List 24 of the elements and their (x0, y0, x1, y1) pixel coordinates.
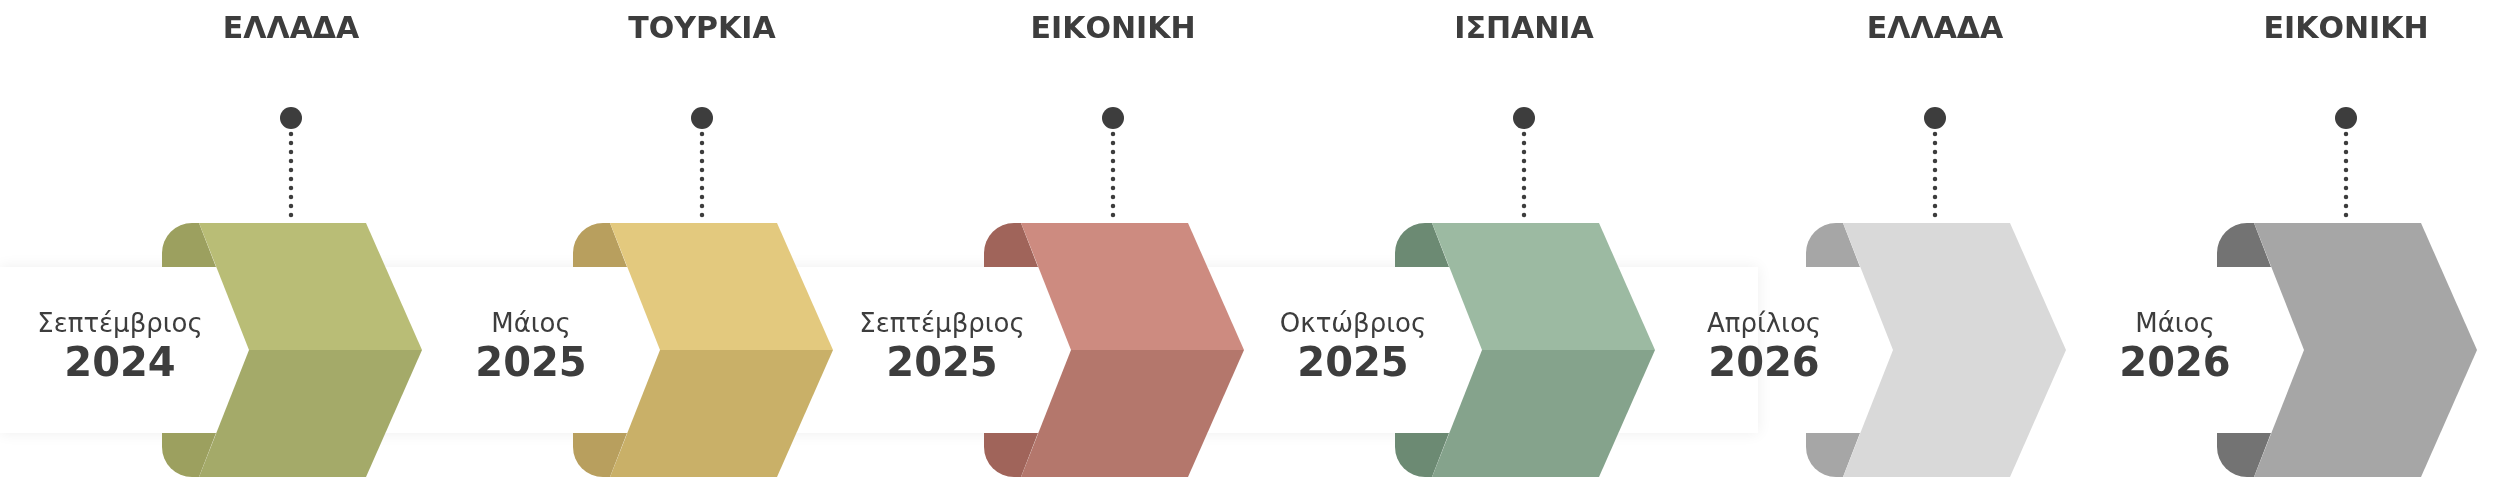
date-month: Μάιος (2134, 308, 2216, 338)
date-year: 2025 (885, 339, 999, 385)
country-heading: ΕΙΚΟΝΙΚΗ (1029, 10, 1197, 45)
dot-marker (1513, 107, 1535, 129)
date-year: 2024 (63, 339, 177, 385)
country-heading: ΕΛΛΑΔΑ (1865, 10, 2005, 45)
country-heading: ΕΙΚΟΝΙΚΗ (2262, 10, 2430, 45)
dot-marker (691, 107, 713, 129)
dot-marker (1102, 107, 1124, 129)
country-heading: ΤΟΥΡΚΙΑ (627, 10, 777, 45)
country-heading: ΕΛΛΑΔΑ (221, 10, 361, 45)
dot-marker (2335, 107, 2357, 129)
date-month: Απρίλιος (1705, 308, 1823, 338)
date-month: Μάιος (490, 308, 572, 338)
date-year: 2026 (1707, 339, 1821, 385)
country-heading: ΙΣΠΑΝΙΑ (1453, 10, 1595, 45)
date-year: 2025 (474, 339, 588, 385)
date-month: Σεπτέμβριος (36, 308, 204, 338)
date-month: Οκτώβριος (1278, 308, 1428, 338)
date-month: Σεπτέμβριος (858, 308, 1026, 338)
dot-marker (280, 107, 302, 129)
date-year: 2025 (1296, 339, 1410, 385)
date-year: 2026 (2118, 339, 2232, 385)
dot-marker (1924, 107, 1946, 129)
